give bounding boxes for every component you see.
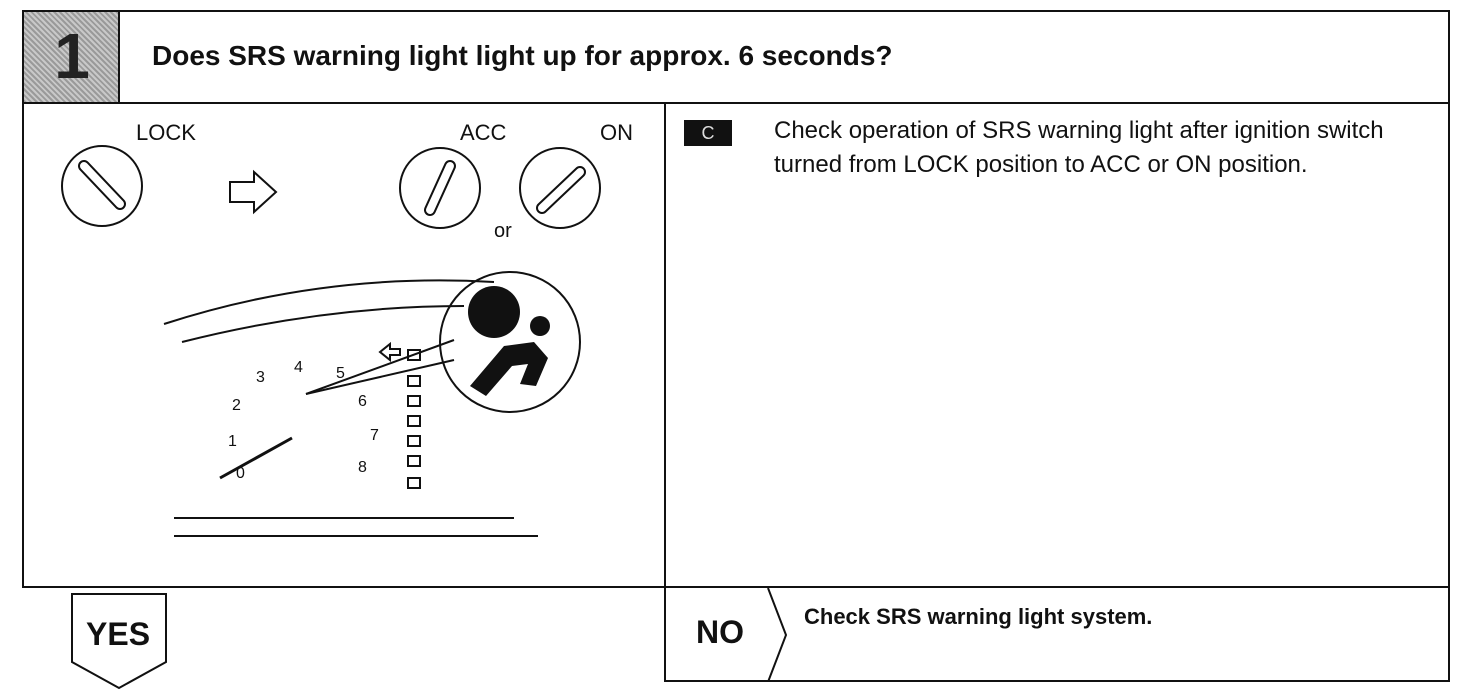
indicator-lamps — [407, 349, 421, 489]
gauge-number: 1 — [228, 433, 237, 450]
lock-key-icon — [61, 145, 143, 227]
procedure-table — [22, 10, 1450, 588]
gauge-number: 5 — [336, 365, 345, 382]
step-header — [22, 10, 1450, 104]
gauge-number: 7 — [370, 427, 379, 444]
gauge-number: 2 — [232, 397, 241, 414]
column-divider — [664, 104, 666, 588]
yes-arrow-marker — [71, 593, 167, 690]
airbag-icon — [468, 286, 550, 396]
no-chevron — [767, 588, 788, 682]
or-label: or — [494, 220, 512, 242]
acc-key-icon — [399, 147, 481, 229]
condition-badge: C — [684, 120, 732, 146]
gauge-number: 8 — [358, 459, 367, 476]
condition-instruction: Check operation of SRS warning light aft… — [774, 117, 1384, 178]
ignition-illustration: 0 1 2 3 4 5 6 7 8 — [61, 145, 601, 537]
gauge-number: 0 — [236, 465, 245, 482]
gauge-number: 4 — [294, 359, 303, 376]
lock-label: LOCK — [136, 120, 196, 145]
arrow-right-icon — [229, 169, 278, 215]
step-number: 1 — [54, 20, 90, 92]
no-result-box — [664, 588, 1450, 682]
ignition-diagram: LOCK ACC ON or — [24, 106, 662, 586]
yes-label: YES — [86, 616, 151, 652]
gauge-numbers: 0 1 2 3 4 5 6 7 8 — [228, 359, 379, 482]
srs-warning-light-callout — [439, 271, 581, 413]
gauge-number: 3 — [256, 369, 265, 386]
no-label: NO — [696, 614, 744, 650]
step-number-box: 1 — [24, 12, 120, 102]
gauge-number: 6 — [358, 393, 367, 410]
acc-label: ACC — [460, 120, 507, 145]
on-key-icon — [519, 147, 601, 229]
step-question: Does SRS warning light light up for appr… — [152, 40, 893, 71]
on-label: ON — [600, 120, 633, 145]
no-action-text: Check SRS warning light system. — [804, 604, 1153, 629]
